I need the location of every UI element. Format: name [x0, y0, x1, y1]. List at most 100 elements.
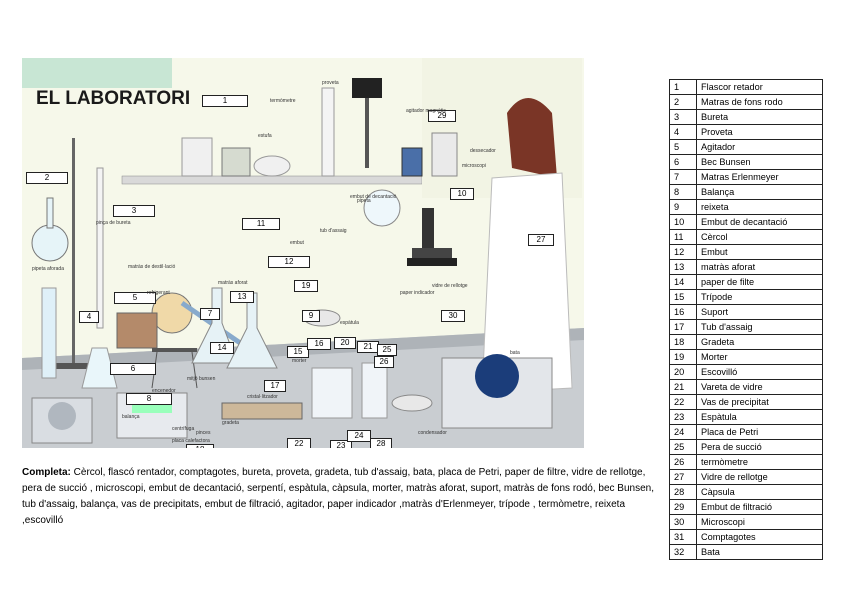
annotation: matràs de destil·lació — [128, 264, 176, 270]
answer-key-text: Embut de decantació — [696, 214, 823, 230]
answer-key-number: 7 — [669, 169, 697, 185]
answer-key-text: Vas de precipitat — [696, 394, 823, 410]
annotation: embut — [290, 240, 304, 246]
answer-key-text: Balança — [696, 184, 823, 200]
answer-key-text: Pera de succió — [696, 439, 823, 455]
answer-key-number: 14 — [669, 274, 697, 290]
answer-key-text: Tub d'assaig — [696, 319, 823, 335]
label-box-30: 30 — [441, 310, 465, 322]
annotation: agitador magnètic — [406, 108, 446, 114]
annotation: vidre de rellotge — [432, 283, 468, 289]
label-box-25: 25 — [377, 344, 397, 356]
annotation: paper indicador — [400, 290, 435, 296]
answer-key-text: Matras Erlenmeyer — [696, 169, 823, 185]
label-box-16: 16 — [307, 338, 331, 350]
answer-key-number: 9 — [669, 199, 697, 215]
label-box-19: 19 — [294, 280, 318, 292]
answer-key-number: 18 — [669, 334, 697, 350]
label-box-9: 9 — [302, 310, 320, 322]
label-box-15: 15 — [287, 346, 309, 358]
answer-key-text: Placa de Petri — [696, 424, 823, 440]
answer-key-text: Vareta de vidre — [696, 379, 823, 395]
answer-key-number: 2 — [669, 94, 697, 110]
annotation: pipeta aforada — [32, 266, 64, 272]
answer-key-text: Agitador — [696, 139, 823, 155]
laboratory-illustration: EL LABORATORI 1 2 3 5 6 8 10 11 12 13 14… — [22, 58, 584, 448]
annotation: tub d'assaig — [320, 228, 347, 234]
answer-key-text: reixeta — [696, 199, 823, 215]
annotation: espàtula — [340, 320, 359, 326]
annotation: balança — [122, 414, 140, 420]
annotation: proveta — [322, 80, 339, 86]
completa-text: Cèrcol, flascó rentador, comptagotes, bu… — [22, 467, 654, 526]
annotation: pinça de bureta — [96, 220, 131, 226]
annotation: encenedor — [152, 388, 176, 394]
answer-key-text: Espàtula — [696, 409, 823, 425]
answer-key-text: Bec Bunsen — [696, 154, 823, 170]
answer-key-text: paper de filte — [696, 274, 823, 290]
annotation: centrífuga — [172, 426, 195, 432]
answer-key-number: 11 — [669, 229, 697, 245]
answer-key-number: 16 — [669, 304, 697, 320]
annotation: morter — [292, 358, 307, 364]
answer-key-text: Flascor retador — [696, 79, 823, 95]
annotation: mitjó bunsen — [187, 376, 216, 382]
answer-key-number: 28 — [669, 484, 697, 500]
label-box-5: 5 — [114, 292, 156, 304]
label-box-20: 20 — [334, 337, 356, 349]
label-box-11: 11 — [242, 218, 280, 230]
label-box-18: 18 — [186, 444, 214, 448]
answer-key-number: 5 — [669, 139, 697, 155]
label-box-12: 12 — [268, 256, 310, 268]
answer-key-number: 10 — [669, 214, 697, 230]
answer-key-number: 31 — [669, 529, 697, 545]
label-box-28: 28 — [370, 438, 392, 448]
answer-key-text: Bureta — [696, 109, 823, 125]
answer-key-number: 13 — [669, 259, 697, 275]
answer-key-text: Morter — [696, 349, 823, 365]
label-box-22: 22 — [287, 438, 311, 448]
answer-key-text: Cèrcol — [696, 229, 823, 245]
answer-key-text: termòmetre — [696, 454, 823, 470]
annotation: pipeta — [357, 198, 371, 204]
answer-key-number: 17 — [669, 319, 697, 335]
annotation: matràs aforat — [218, 280, 248, 286]
answer-key-number: 22 — [669, 394, 697, 410]
answer-key-number: 25 — [669, 439, 697, 455]
annotation: dessecador — [470, 148, 496, 154]
answer-key-text: Matras de fons rodo — [696, 94, 823, 110]
answer-key-text: Trípode — [696, 289, 823, 305]
annotation: embut de decantació — [350, 194, 397, 200]
label-box-4: 4 — [79, 311, 99, 323]
label-box-27: 27 — [528, 234, 554, 246]
answer-key-number: 23 — [669, 409, 697, 425]
completa-label: Completa: — [22, 467, 71, 478]
answer-key-number: 26 — [669, 454, 697, 470]
answer-key-number: 24 — [669, 424, 697, 440]
answer-key-number: 1 — [669, 79, 697, 95]
